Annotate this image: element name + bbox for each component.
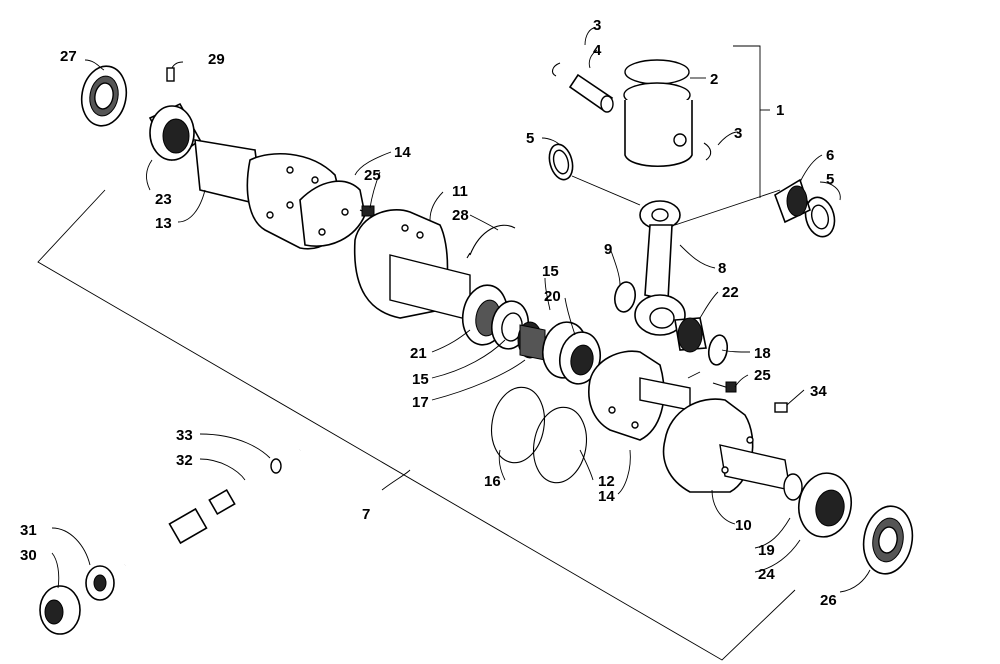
callout-12: 12 [598, 473, 615, 490]
flywheel-part-14a [299, 180, 366, 247]
callout-20: 20 [544, 288, 561, 305]
housing-part-30 [39, 585, 81, 635]
callout-13: 13 [155, 215, 172, 232]
callout-16: 16 [484, 473, 501, 490]
callout-14a: 14 [394, 144, 411, 161]
piston-part-2 [623, 59, 693, 168]
bearing-part-24 [783, 472, 853, 538]
needle-bearing-part-6 [774, 178, 811, 224]
callout-9: 9 [604, 241, 612, 258]
bearing-part-31 [85, 565, 115, 601]
gear-part-17 [517, 321, 546, 361]
circlip-part-3a [551, 62, 561, 77]
pin-part-29 [166, 67, 175, 82]
callout-15a: 15 [542, 263, 559, 280]
callout-11: 11 [452, 183, 468, 200]
washer-part-9 [614, 281, 636, 313]
callout-labels: 1 2 3 3 4 5 5 6 7 8 9 10 11 12 13 14 14 … [20, 17, 837, 609]
callout-3b: 3 [734, 125, 742, 142]
oil-seal-part-26 [862, 505, 914, 575]
callout-5a: 5 [526, 130, 534, 147]
callout-18: 18 [754, 345, 771, 362]
connecting-rod-part-8 [634, 200, 686, 336]
callout-8: 8 [718, 260, 726, 277]
callout-26: 26 [820, 592, 837, 609]
callout-6: 6 [826, 147, 834, 164]
callout-29: 29 [208, 51, 225, 68]
callout-2: 2 [710, 71, 718, 88]
callout-27: 27 [60, 48, 77, 65]
callout-17: 17 [412, 394, 429, 411]
callout-1: 1 [776, 102, 784, 119]
circlip-part-3b [703, 142, 712, 161]
oil-seal-part-27 [80, 65, 128, 127]
callout-33: 33 [176, 427, 193, 444]
callout-34: 34 [810, 383, 827, 400]
rings-part-16 [491, 386, 587, 484]
callout-28: 28 [452, 207, 469, 224]
washer-part-33 [270, 458, 282, 474]
pin-part-34 [774, 402, 788, 413]
needle-bearing-part-22 [674, 317, 707, 353]
callout-14b: 14 [598, 488, 615, 505]
callout-25a: 25 [364, 167, 381, 184]
washer-part-18 [707, 334, 729, 366]
bearing-part-20 [541, 321, 602, 385]
clip-part-28 [466, 224, 516, 259]
callout-21: 21 [410, 345, 427, 362]
callout-25b: 25 [754, 367, 771, 384]
callout-30: 30 [20, 547, 37, 564]
crank-wheel-part-11 [353, 209, 471, 321]
callout-31: 31 [20, 522, 37, 539]
wrist-pin-part-4 [568, 73, 614, 113]
callout-22: 22 [722, 284, 739, 301]
callout-3a: 3 [593, 17, 601, 34]
washer-part-5b [804, 196, 836, 238]
screw-part-25b [712, 381, 737, 393]
callout-4: 4 [593, 42, 602, 59]
counterweight-part-12 [588, 350, 691, 441]
callout-10: 10 [735, 517, 752, 534]
callout-5b: 5 [826, 171, 834, 188]
callout-19: 19 [758, 542, 775, 559]
crank-half-part-10 [662, 398, 791, 493]
callout-23: 23 [155, 191, 172, 208]
callout-7: 7 [362, 506, 370, 523]
callout-32: 32 [176, 452, 193, 469]
callout-15b: 15 [412, 371, 429, 388]
washer-part-5a [548, 143, 574, 181]
bearing-part-23 [148, 102, 202, 162]
callout-24: 24 [758, 566, 775, 583]
leader-lines [37, 27, 871, 661]
